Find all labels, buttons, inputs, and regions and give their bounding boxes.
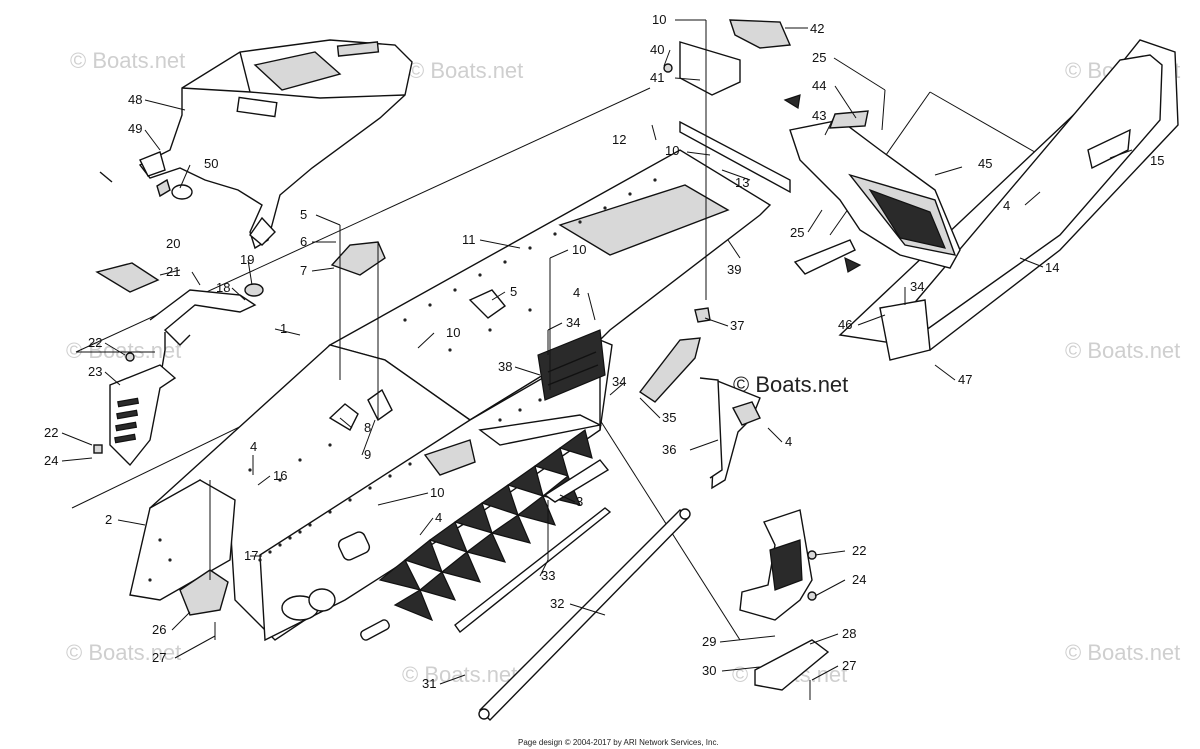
callout-32: 32 xyxy=(550,596,564,611)
callout-29: 29 xyxy=(702,634,716,649)
callout-21: 21 xyxy=(166,264,180,279)
callout-22: 22 xyxy=(88,335,102,350)
callout-24: 24 xyxy=(44,453,58,468)
callout-18: 18 xyxy=(216,280,230,295)
callout-34: 34 xyxy=(566,315,580,330)
watermark: © Boats.net xyxy=(66,338,181,363)
watermark: © Boats.net xyxy=(1065,640,1180,665)
callout-4: 4 xyxy=(250,439,257,454)
callout-9: 9 xyxy=(364,447,371,462)
callout-4: 4 xyxy=(1003,198,1010,213)
rear-tip-parts xyxy=(663,19,792,194)
rails xyxy=(179,459,691,721)
callout-15: 15 xyxy=(1150,153,1164,168)
callout-6: 6 xyxy=(300,234,307,249)
callout-40: 40 xyxy=(650,42,664,57)
callout-labels: 10 42 40 41 25 44 43 15 12 10 13 45 4 25… xyxy=(44,12,1164,691)
callout-22: 22 xyxy=(44,425,58,440)
callout-10: 10 xyxy=(430,485,444,500)
callout-43: 43 xyxy=(812,108,826,123)
callout-44: 44 xyxy=(812,78,826,93)
callout-10: 10 xyxy=(652,12,666,27)
callout-17: 17 xyxy=(244,548,258,563)
callout-45: 45 xyxy=(978,156,992,171)
callout-10: 10 xyxy=(446,325,460,340)
seat-assembly xyxy=(138,39,413,250)
callout-33: 33 xyxy=(541,568,555,583)
callout-12: 12 xyxy=(612,132,626,147)
callout-39: 39 xyxy=(727,262,741,277)
watermark: © Boats.net xyxy=(402,662,517,687)
callout-34: 34 xyxy=(612,374,626,389)
callout-28: 28 xyxy=(842,626,856,641)
callout-48: 48 xyxy=(128,92,142,107)
watermark: © Boats.net xyxy=(70,48,185,73)
callout-4: 4 xyxy=(435,510,442,525)
callout-23: 23 xyxy=(88,364,102,379)
callout-10: 10 xyxy=(572,242,586,257)
callout-5: 5 xyxy=(300,207,307,222)
callout-37: 37 xyxy=(730,318,744,333)
callout-25: 25 xyxy=(790,225,804,240)
callout-38: 38 xyxy=(498,359,512,374)
leader-lines xyxy=(61,19,1133,700)
callout-49: 49 xyxy=(128,121,142,136)
watermark: © Boats.net xyxy=(1065,338,1180,363)
callout-5: 5 xyxy=(510,284,517,299)
callout-31: 31 xyxy=(422,676,436,691)
callout-16: 16 xyxy=(273,468,287,483)
callout-4: 4 xyxy=(573,285,580,300)
callout-3: 3 xyxy=(576,494,583,509)
callout-26: 26 xyxy=(152,622,166,637)
rear-bumper xyxy=(783,39,1179,361)
callout-7: 7 xyxy=(300,263,307,278)
brand-watermark: © Boats.net xyxy=(733,372,848,397)
callout-8: 8 xyxy=(364,420,371,435)
footer-copyright: Page design © 2004-2017 by ARI Network S… xyxy=(518,738,719,747)
callout-30: 30 xyxy=(702,663,716,678)
right-side-parts xyxy=(638,307,830,691)
callout-1: 1 xyxy=(280,321,287,336)
callout-20: 20 xyxy=(166,236,180,251)
watermark: © Boats.net xyxy=(66,640,181,665)
callout-41: 41 xyxy=(650,70,664,85)
callout-2: 2 xyxy=(105,512,112,527)
callout-36: 36 xyxy=(662,442,676,457)
callout-27: 27 xyxy=(152,650,166,665)
callout-22: 22 xyxy=(852,543,866,558)
watermark: © Boats.net xyxy=(408,58,523,83)
callout-50: 50 xyxy=(204,156,218,171)
callout-34: 34 xyxy=(910,279,924,294)
callout-42: 42 xyxy=(810,21,824,36)
callout-25: 25 xyxy=(812,50,826,65)
callout-19: 19 xyxy=(240,252,254,267)
callout-35: 35 xyxy=(662,410,676,425)
callout-46: 46 xyxy=(838,317,852,332)
callout-4: 4 xyxy=(785,434,792,449)
callout-27: 27 xyxy=(842,658,856,673)
rivets xyxy=(148,178,657,582)
callout-10: 10 xyxy=(665,143,679,158)
cooler-pattern xyxy=(378,428,593,622)
left-small-parts xyxy=(93,171,264,467)
callout-11: 11 xyxy=(462,232,476,247)
callout-47: 47 xyxy=(958,372,972,387)
callout-24: 24 xyxy=(852,572,866,587)
callout-14: 14 xyxy=(1045,260,1059,275)
callout-13: 13 xyxy=(735,175,749,190)
tunnel-chassis xyxy=(129,149,772,642)
